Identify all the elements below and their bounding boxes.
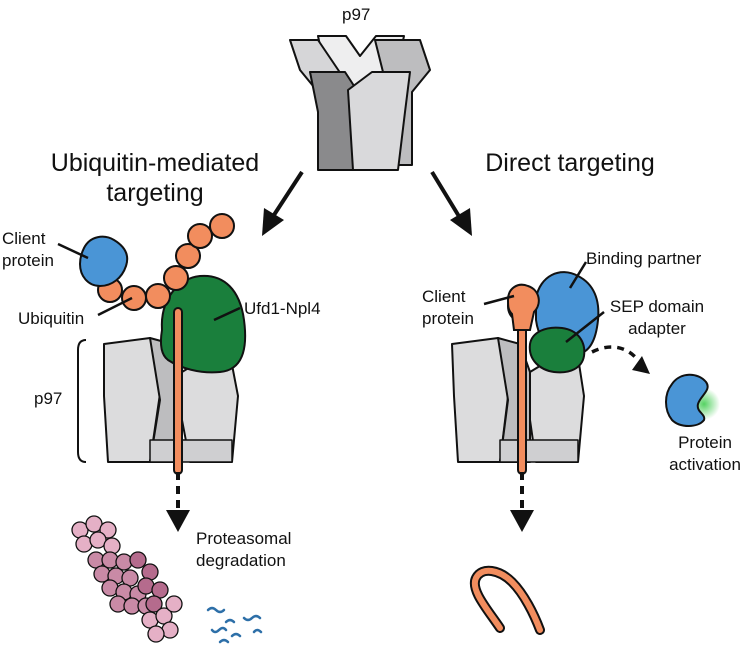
arrow-to-degradation [166, 472, 190, 532]
client-protein-label-right-1: Client [422, 287, 466, 306]
proteasomal-label-2: degradation [196, 551, 286, 570]
client-protein-head-right [506, 283, 540, 331]
leader-ufd1 [213, 306, 241, 322]
ubiquitin-path-title-line1: Ubiquitin-mediated [50, 149, 260, 177]
p97-top-label: p97 [342, 5, 371, 24]
client-protein-blob-left [78, 235, 129, 288]
protein-activation-label-1: Protein [678, 433, 732, 452]
ufd1-npl4-label: Ufd1-Npl4 [244, 299, 321, 318]
sep-domain-label-2: adapter [628, 319, 686, 338]
p97-bracket [77, 339, 87, 463]
arrow-to-direct-path [430, 170, 472, 236]
sep-domain-label-1: SEP domain [609, 297, 705, 316]
protein-activation-label-2: activation [669, 455, 741, 474]
p97-hexamer-top [289, 35, 431, 171]
binding-partner-label: Binding partner [586, 249, 702, 268]
activated-protein-blob [665, 373, 709, 427]
ubiquitin-path-title-line2: targeting [106, 179, 204, 207]
leader-sep [565, 311, 605, 343]
leader-ubiquitin [97, 296, 133, 317]
proteasomal-label-1: Proteasomal [196, 529, 292, 548]
client-protein-label-left-1: Client [2, 229, 46, 248]
arrow-to-released-client [510, 472, 534, 532]
p97-left-label: p97 [34, 389, 63, 408]
leader-binding-partner [568, 261, 588, 289]
ubiquitin-chain [97, 213, 235, 311]
arrow-to-ubiquitin-path [262, 170, 304, 236]
leader-client-right [483, 294, 515, 306]
proteasome-icon [71, 515, 183, 643]
client-protein-label-right-2: protein [422, 309, 474, 328]
peptide-fragments-icon [206, 606, 263, 644]
arrow-to-activation [591, 345, 650, 374]
leader-client-left [57, 242, 89, 260]
ubiquitin-label: Ubiquitin [18, 309, 85, 328]
direct-path-title: Direct targeting [485, 149, 655, 177]
client-protein-label-left-2: protein [2, 251, 54, 270]
